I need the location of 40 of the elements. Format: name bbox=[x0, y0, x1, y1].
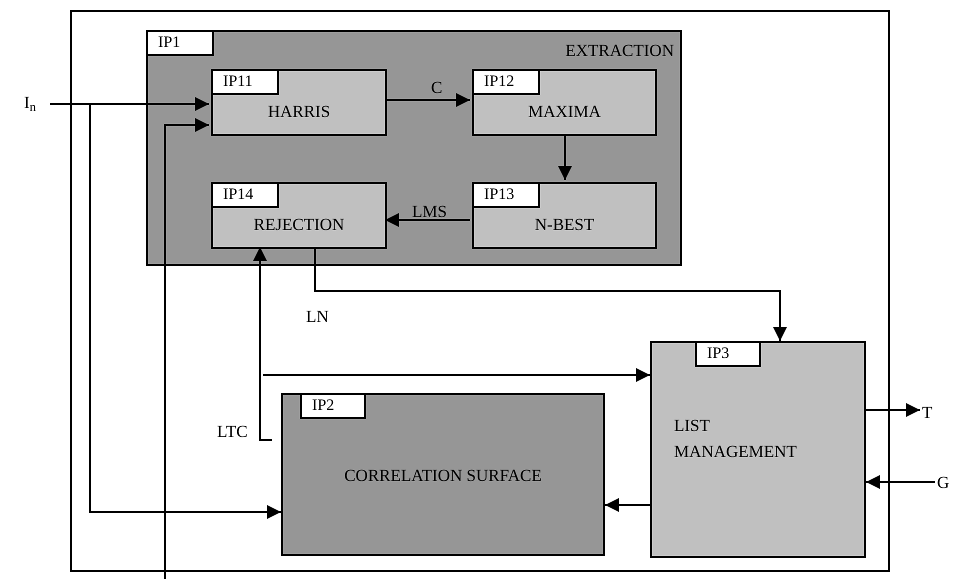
arrow bbox=[164, 118, 209, 579]
module-name: CORRELATION SURFACE bbox=[343, 465, 543, 487]
signal-label: G bbox=[937, 470, 950, 496]
process-box bbox=[211, 182, 387, 249]
arrow bbox=[385, 213, 470, 227]
edge-label: C bbox=[430, 77, 444, 99]
process-box bbox=[281, 393, 605, 556]
process-box bbox=[650, 341, 866, 558]
module-id-tab: IP1 bbox=[148, 32, 214, 56]
edge-label: LN bbox=[305, 306, 330, 328]
arrow bbox=[314, 247, 787, 341]
arrow bbox=[866, 475, 935, 489]
edge-label: LTC bbox=[216, 421, 249, 443]
arrow bbox=[263, 368, 650, 382]
module-id-tab: IP13 bbox=[474, 184, 540, 208]
process-box bbox=[472, 69, 657, 136]
module-name: LIST MANAGEMENT bbox=[674, 415, 798, 463]
arrow bbox=[89, 104, 281, 519]
module-id-tab: IP3 bbox=[695, 343, 761, 367]
module-name: HARRIS bbox=[266, 100, 332, 122]
module-name: MAXIMA bbox=[527, 100, 602, 122]
edge-label: LMS bbox=[411, 201, 448, 223]
module-id-tab: IP11 bbox=[213, 71, 279, 95]
arrow bbox=[605, 498, 650, 512]
process-box bbox=[472, 182, 657, 249]
arrow bbox=[558, 134, 572, 180]
module-id-tab: IP14 bbox=[213, 184, 279, 208]
process-box bbox=[211, 69, 387, 136]
module-name: REJECTION bbox=[252, 214, 346, 236]
module-id-tab: IP12 bbox=[474, 71, 540, 95]
module-name: EXTRACTION bbox=[565, 40, 674, 62]
module-group-box bbox=[146, 30, 682, 266]
arrow bbox=[50, 97, 209, 111]
signal-label: T bbox=[922, 400, 932, 426]
arrow bbox=[385, 93, 470, 107]
module-id-tab: IP2 bbox=[300, 395, 366, 419]
module-name: N-BEST bbox=[534, 214, 596, 236]
signal-label: I$_{n}$ bbox=[24, 90, 36, 116]
arrow bbox=[253, 247, 272, 441]
arrow bbox=[866, 403, 920, 417]
